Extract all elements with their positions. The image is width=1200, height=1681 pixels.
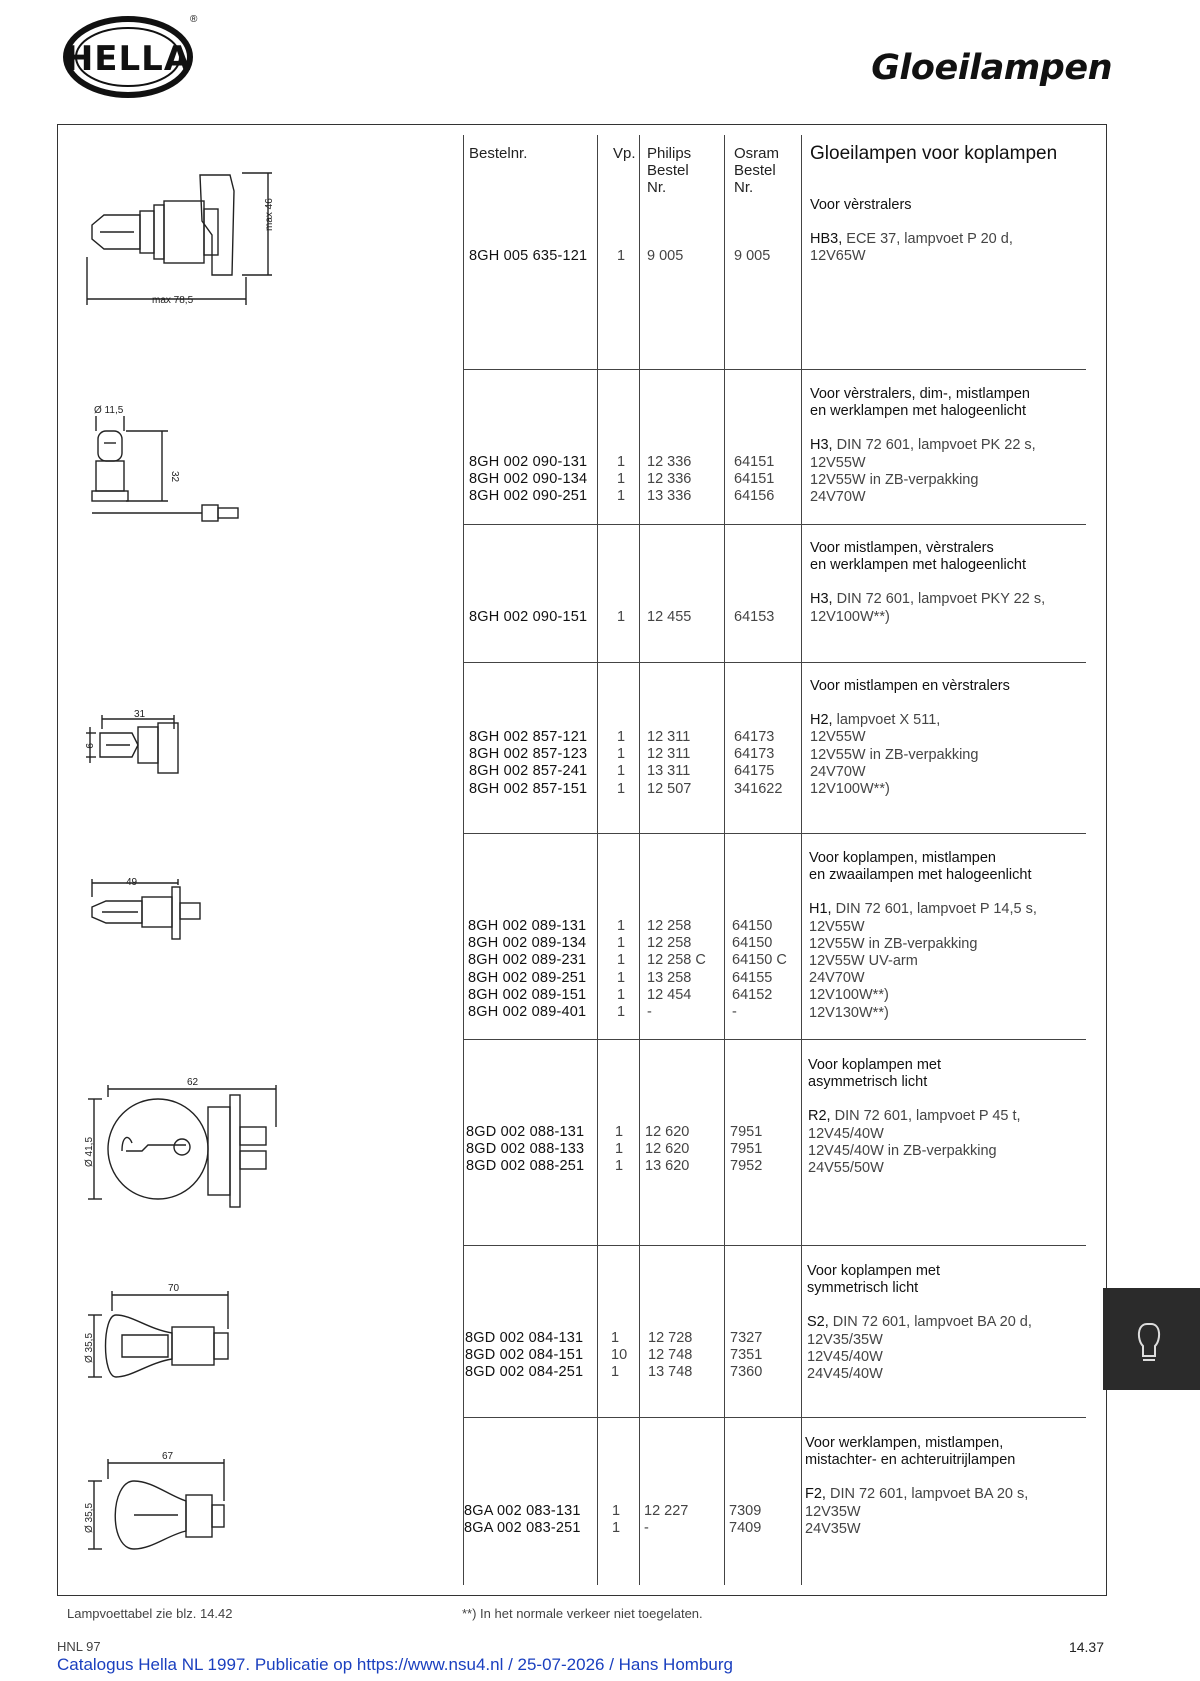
pack-qty: 1 1 1 1 1 1 xyxy=(617,918,626,1021)
col-header-philips: Philips Bestel Nr. xyxy=(647,145,692,196)
philips-number: 9 005 xyxy=(647,248,684,264)
pack-qty: 1 xyxy=(617,609,626,625)
order-number: 8GH 002 090-151 xyxy=(469,609,588,625)
page-title: Gloeilampen xyxy=(871,48,1112,88)
dim-length-label: 49 xyxy=(126,877,138,888)
footnote-lampvoet: Lampvoettabel zie blz. 14.42 xyxy=(67,1606,233,1621)
osram-number: 64150 64150 64150 C 64155 64152 - xyxy=(732,918,787,1021)
pack-qty: 1 1 xyxy=(612,1503,621,1537)
pack-qty: 1 1 1 1 xyxy=(617,729,626,797)
r2-bulb-drawing: 62 Ø 41,5 xyxy=(84,1077,277,1208)
pack-qty: 1 xyxy=(617,248,626,264)
order-number: 8GD 002 084-131 8GD 002 084-151 8GD 002 … xyxy=(465,1330,584,1381)
page-number: 14.37 xyxy=(1068,1639,1104,1655)
bulb-section-tab xyxy=(1103,1288,1200,1390)
philips-number: 12 311 12 311 13 311 12 507 xyxy=(647,729,692,797)
hb3-bulb-drawing: max 46 max 78,5 xyxy=(86,172,275,306)
pack-qty: 1 10 1 xyxy=(611,1330,628,1381)
dim-length-label: max 78,5 xyxy=(152,295,194,306)
lamp-description: Voor koplampen met asymmetrisch licht R2… xyxy=(808,1057,1021,1177)
osram-number: 7951 7951 7952 xyxy=(730,1124,763,1175)
dim-diameter-label: Ø 41,5 xyxy=(84,1137,95,1167)
philips-number: 12 227 - xyxy=(644,1503,689,1537)
col-header-vp: Vp. xyxy=(613,145,636,162)
logo-text: HELLA xyxy=(65,39,191,79)
dim-length-label: 67 xyxy=(162,1451,174,1462)
f2-bulb-drawing: 67 Ø 35,5 xyxy=(84,1451,225,1550)
order-number: 8GH 002 089-131 8GH 002 089-134 8GH 002 … xyxy=(468,918,587,1021)
lamp-description: Voor koplampen met symmetrisch licht S2,… xyxy=(807,1263,1032,1383)
col-header-bestelnr: Bestelnr. xyxy=(469,145,528,162)
dim-length-label: 70 xyxy=(168,1283,180,1294)
h3-bulb-drawing: Ø 11,5 32 xyxy=(91,405,239,522)
lamp-description: Voor koplampen, mistlampen en zwaailampe… xyxy=(809,850,1037,1021)
order-number: 8GH 005 635-121 xyxy=(469,248,588,264)
dim-length-label: 31 xyxy=(134,709,146,720)
order-number: 8GA 002 083-131 8GA 002 083-251 xyxy=(464,1503,581,1537)
osram-number: 9 005 xyxy=(734,248,771,264)
bulb-icon xyxy=(1137,1323,1161,1361)
hella-logo: HELLA ® xyxy=(63,14,198,98)
lamp-description: Voor mistlampen en vèrstralers H2, lampv… xyxy=(810,678,1010,798)
osram-number: 64151 64151 64156 xyxy=(734,454,775,505)
order-number: 8GH 002 090-131 8GH 002 090-134 8GH 002 … xyxy=(469,454,588,505)
philips-number: 12 455 xyxy=(647,609,692,625)
catalog-code: HNL 97 xyxy=(57,1639,101,1654)
pack-qty: 1 1 1 xyxy=(615,1124,624,1175)
svg-text:®: ® xyxy=(190,14,198,25)
lamp-description: Voor mistlampen, vèrstralers en werklamp… xyxy=(810,540,1046,625)
pack-qty: 1 1 1 xyxy=(617,454,626,505)
lamp-description: Voor vèrstralers, dim-, mistlampen en we… xyxy=(810,386,1036,506)
dim-length-label: 62 xyxy=(187,1077,199,1088)
order-number: 8GD 002 088-131 8GD 002 088-133 8GD 002 … xyxy=(466,1124,585,1175)
lamp-description: Voor vèrstralers HB3, ECE 37, lampvoet P… xyxy=(810,197,1013,265)
order-number: 8GH 002 857-121 8GH 002 857-123 8GH 002 … xyxy=(469,729,588,797)
dim-diameter-label: Ø 11,5 xyxy=(94,405,124,416)
publication-credit: Catalogus Hella NL 1997. Publicatie op h… xyxy=(57,1655,733,1674)
osram-number: 64153 xyxy=(734,609,775,625)
dim-height-label: 9 xyxy=(83,743,94,749)
h1-bulb-drawing: 49 xyxy=(91,877,201,940)
lamp-description: Voor werklampen, mistlampen, mistachter-… xyxy=(805,1435,1029,1537)
dim-height-label: 32 xyxy=(169,471,180,483)
catalog-sheet: Bestelnr. Vp. Philips Bestel Nr. Osram B… xyxy=(57,124,1107,1596)
philips-number: 12 620 12 620 13 620 xyxy=(645,1124,690,1175)
section-title: Gloeilampen voor koplampen xyxy=(810,143,1058,164)
s2-bulb-drawing: 70 Ø 35,5 xyxy=(84,1283,229,1378)
philips-number: 12 258 12 258 12 258 C 13 258 12 454 - xyxy=(647,918,706,1021)
osram-number: 7327 7351 7360 xyxy=(730,1330,763,1381)
osram-number: 64173 64173 64175 341622 xyxy=(734,729,783,797)
philips-number: 12 728 12 748 13 748 xyxy=(648,1330,693,1381)
col-header-osram: Osram Bestel Nr. xyxy=(734,145,779,196)
philips-number: 12 336 12 336 13 336 xyxy=(647,454,692,505)
h2-bulb-drawing: 31 9 xyxy=(83,709,179,774)
dim-diameter-label: Ø 35,5 xyxy=(84,1503,95,1533)
osram-number: 7309 7409 xyxy=(729,1503,762,1537)
footnote-not-allowed: **) In het normale verkeer niet toegelat… xyxy=(462,1606,703,1621)
dim-height-label: max 46 xyxy=(264,198,275,231)
dim-diameter-label: Ø 35,5 xyxy=(84,1333,95,1363)
